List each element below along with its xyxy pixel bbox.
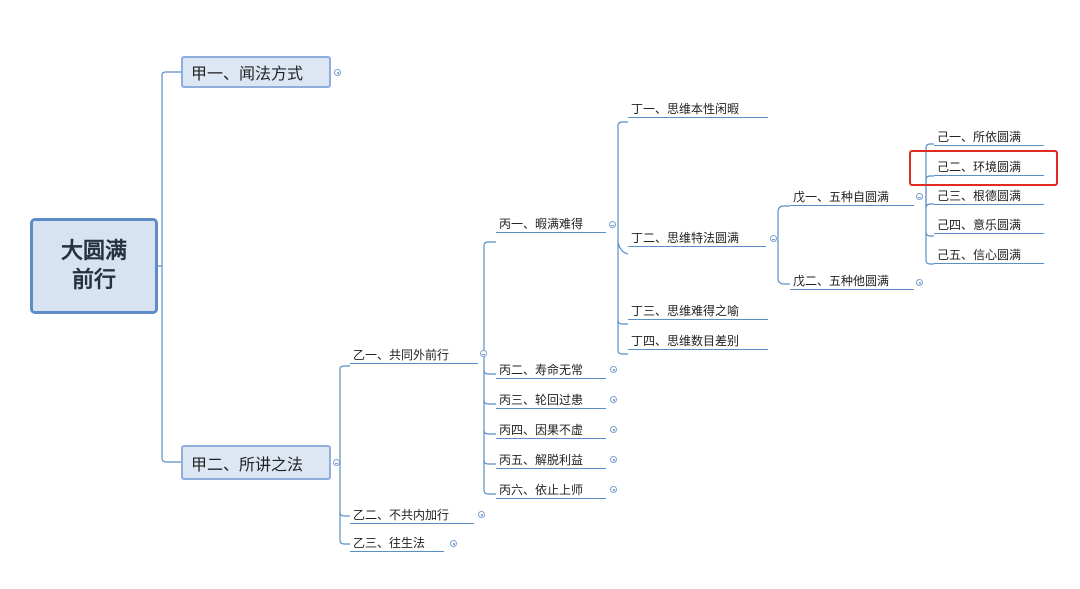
node-ding4-label: 丁四、思维数目差别: [631, 334, 740, 348]
node-ding1[interactable]: 丁一、思维本性闲暇: [628, 101, 768, 118]
node-yi3[interactable]: 乙三、往生法: [350, 535, 444, 552]
expand-toggle-icon[interactable]: [916, 193, 923, 200]
node-bing1-label: 丙一、暇满难得: [499, 217, 584, 231]
node-ji1-label: 己一、所依圆满: [937, 130, 1022, 144]
node-wu2[interactable]: 戊二、五种他圆满: [790, 273, 914, 290]
collapse-toggle-icon[interactable]: [610, 486, 617, 493]
node-ding3[interactable]: 丁三、思维难得之喻: [628, 303, 768, 320]
node-yi1[interactable]: 乙一、共同外前行: [350, 347, 478, 364]
node-yi1-label: 乙一、共同外前行: [353, 348, 450, 362]
node-ding4[interactable]: 丁四、思维数目差别: [628, 333, 768, 350]
node-ji2[interactable]: 己二、环境圆满: [934, 159, 1044, 176]
node-wu2-label: 戊二、五种他圆满: [793, 274, 890, 288]
expand-toggle-icon[interactable]: [770, 235, 777, 242]
node-bing5-label: 丙五、解脱利益: [499, 453, 584, 467]
node-ding2[interactable]: 丁二、思维特法圆满: [628, 230, 766, 247]
node-ji5-label: 己五、信心圆满: [937, 248, 1022, 262]
node-ding1-label: 丁一、思维本性闲暇: [631, 102, 740, 116]
node-ding2-label: 丁二、思维特法圆满: [631, 231, 740, 245]
expand-toggle-icon[interactable]: [480, 350, 487, 357]
node-yi2-label: 乙二、不共内加行: [353, 508, 450, 522]
collapse-toggle-icon[interactable]: [610, 396, 617, 403]
collapse-toggle-icon[interactable]: [478, 511, 485, 518]
node-bing3-label: 丙三、轮回过患: [499, 393, 584, 407]
collapse-toggle-icon[interactable]: [916, 279, 923, 286]
node-bing5[interactable]: 丙五、解脱利益: [496, 452, 606, 469]
node-bing4[interactable]: 丙四、因果不虚: [496, 422, 606, 439]
node-ji4[interactable]: 己四、意乐圆满: [934, 217, 1044, 234]
node-jia2-label: 甲二、所讲之法: [191, 454, 304, 474]
node-ji1[interactable]: 己一、所依圆满: [934, 129, 1044, 146]
node-bing6[interactable]: 丙六、依止上师: [496, 482, 606, 499]
collapse-toggle-icon[interactable]: [610, 366, 617, 373]
node-wu1[interactable]: 戊一、五种自圆满: [790, 189, 914, 206]
collapse-toggle-icon[interactable]: [610, 426, 617, 433]
node-bing6-label: 丙六、依止上师: [499, 483, 584, 497]
node-jia2[interactable]: 甲二、所讲之法: [181, 445, 331, 480]
expand-toggle-icon[interactable]: [333, 459, 340, 466]
node-jia1[interactable]: 甲一、闻法方式: [181, 56, 331, 88]
node-bing4-label: 丙四、因果不虚: [499, 423, 584, 437]
root-node[interactable]: 大圆满 前行: [30, 218, 158, 314]
node-jia1-label: 甲一、闻法方式: [191, 64, 304, 83]
node-bing1[interactable]: 丙一、暇满难得: [496, 216, 606, 233]
node-bing3[interactable]: 丙三、轮回过患: [496, 392, 606, 409]
node-ji2-label: 己二、环境圆满: [937, 160, 1022, 174]
root-title-line2: 前行: [71, 268, 116, 293]
expand-toggle-icon[interactable]: [609, 221, 616, 228]
root-title-line1: 大圆满: [60, 239, 127, 264]
node-ji3-label: 己三、根德圆满: [937, 189, 1022, 203]
node-yi2[interactable]: 乙二、不共内加行: [350, 507, 474, 524]
node-ji4-label: 己四、意乐圆满: [937, 218, 1022, 232]
node-ji5[interactable]: 己五、信心圆满: [934, 247, 1044, 264]
node-ji3[interactable]: 己三、根德圆满: [934, 188, 1044, 205]
node-yi3-label: 乙三、往生法: [353, 536, 426, 550]
collapse-toggle-icon[interactable]: [334, 69, 341, 76]
collapse-toggle-icon[interactable]: [450, 540, 457, 547]
collapse-toggle-icon[interactable]: [610, 456, 617, 463]
selection-highlight: [909, 150, 1058, 186]
node-ding3-label: 丁三、思维难得之喻: [631, 304, 740, 318]
node-bing2-label: 丙二、寿命无常: [499, 363, 584, 377]
node-bing2[interactable]: 丙二、寿命无常: [496, 362, 606, 379]
node-wu1-label: 戊一、五种自圆满: [793, 190, 890, 204]
